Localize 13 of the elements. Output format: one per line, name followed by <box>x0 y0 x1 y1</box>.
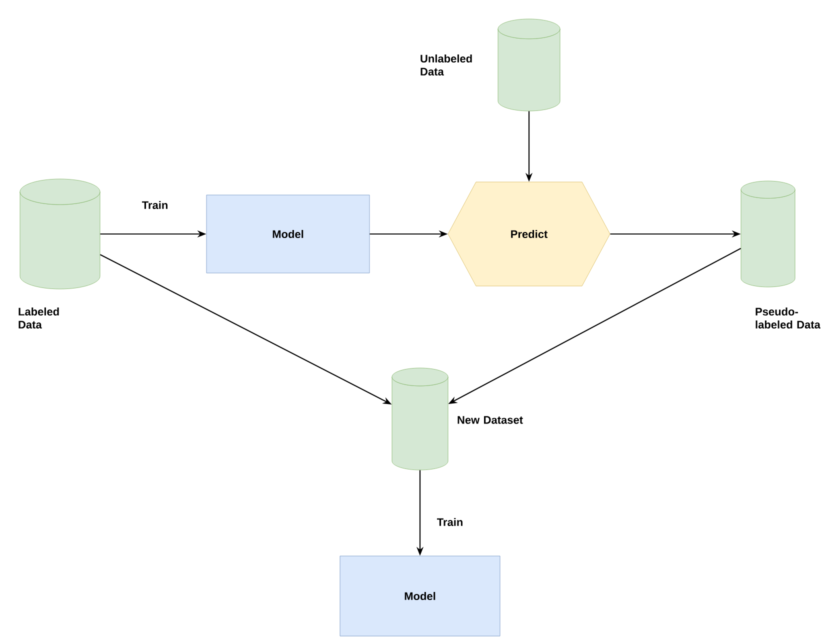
cylinder <box>498 18 560 112</box>
hexagon: Predict <box>448 182 610 286</box>
cylinder <box>740 180 796 288</box>
cylinder <box>392 368 448 470</box>
node-label: Labeled Data <box>18 307 59 329</box>
edge-label: Train <box>140 200 170 210</box>
node-label: Pseudo-labeled Data <box>756 307 820 329</box>
process-box: Model <box>206 194 370 274</box>
process-box: Model <box>340 556 500 636</box>
edge-label: Train <box>436 516 464 528</box>
node-label: Unlabeled Data <box>420 54 472 76</box>
cylinder <box>20 178 100 290</box>
node-label: New Dataset <box>458 416 523 424</box>
